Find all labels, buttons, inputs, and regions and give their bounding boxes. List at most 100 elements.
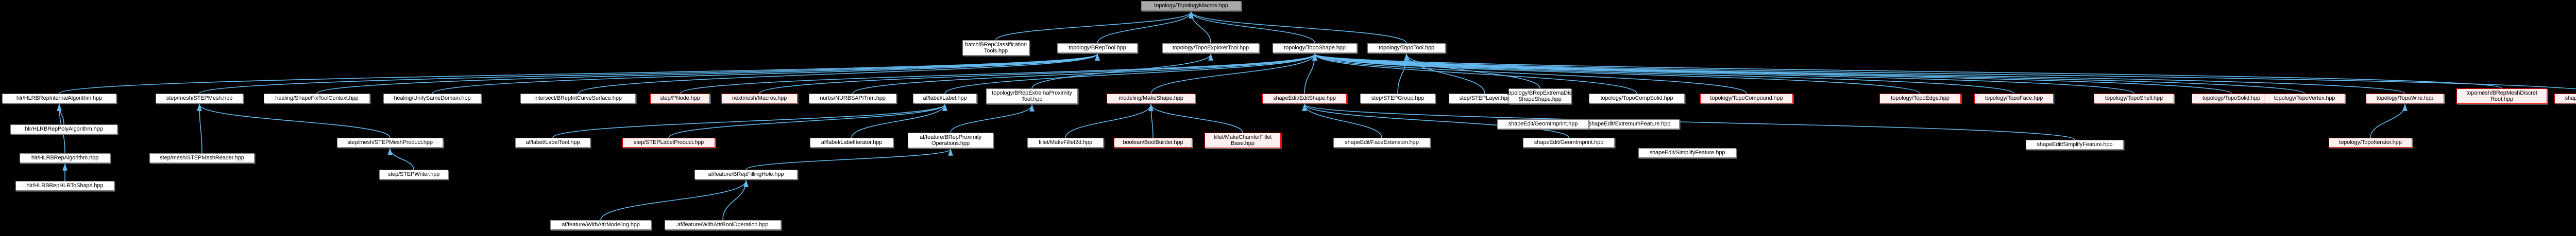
graph-edge [578, 53, 1100, 94]
graph-node[interactable]: step/STEPLayer.hpp [1449, 94, 1521, 103]
graph-edge [1189, 11, 1211, 44]
graph-edge [432, 53, 1100, 94]
graph-node[interactable]: topology/TopologyMacros.hpp [1141, 1, 1241, 11]
graph-node[interactable]: af/label/Label.hpp [913, 94, 977, 103]
graph-node[interactable]: hlr/HLRBRepAlgorithm.hpp [20, 153, 110, 163]
graph-edge [1148, 103, 1243, 133]
graph-edge [680, 53, 1317, 94]
graph-node[interactable]: hatch/BRepClassification Tools.hpp [962, 40, 1029, 56]
graph-edge [59, 53, 1100, 94]
graph-node[interactable]: topology/BRepTool.hpp [1057, 43, 1138, 53]
graph-edge [1150, 53, 1317, 94]
graph-edge [1189, 11, 1407, 44]
graph-node[interactable]: topology/TopoShell.hpp [2094, 94, 2174, 103]
graph-edge [995, 11, 1194, 41]
graph-edge [552, 103, 947, 138]
graph-edge [1312, 53, 2014, 94]
graph-node[interactable]: shapeEdit/ExtremumFeature.hpp [1580, 119, 1680, 129]
graph-node[interactable]: shapeEdit/GeomImprint.hpp [1523, 138, 1615, 148]
graph-node[interactable]: topomesh/BRepMeshDiscret Root.hpp [2456, 88, 2547, 104]
graph-node[interactable]: shapeEdit/GeomImprint.hpp [1497, 119, 1589, 129]
graph-edge [1302, 103, 2075, 140]
graph-node[interactable]: step/mesh/STEPMesh.hpp [156, 94, 243, 103]
graph-node[interactable]: shapeEdit/FaceExtension.hpp [1333, 138, 1430, 148]
graph-edge [1302, 103, 1382, 138]
graph-edge [1312, 53, 1747, 94]
graph-edge [1312, 53, 2134, 94]
graph-edge [851, 103, 947, 138]
graph-edge [1065, 103, 1154, 138]
graph-edge [668, 103, 947, 138]
graph-node[interactable]: topology/TopoTool.hpp [1367, 43, 1446, 53]
graph-node[interactable]: step/STEPGroup.hpp [1360, 94, 1435, 103]
graph-node[interactable]: fillet/MakeChamferFillet Base.hpp [1205, 133, 1281, 148]
graph-node[interactable]: af/feature/BRepProximity Operations.hpp [908, 133, 993, 148]
graph-edge [1097, 11, 1194, 44]
graph-node[interactable]: topology/TopoShape.hpp [1273, 43, 1357, 53]
graph-node[interactable]: topology/TopoCompound.hpp [1700, 94, 1793, 103]
graph-node[interactable]: af/label/LabelTool.hpp [515, 138, 590, 148]
graph-node[interactable]: hlr/HLRBRepHLRToShape.hpp [15, 181, 114, 191]
graph-node[interactable]: af/feature/WithAttrBoolOperation.hpp [665, 220, 781, 230]
graph-edge [1189, 11, 1315, 44]
graph-node[interactable]: topology/TopoCompSolid.hpp [1589, 94, 1685, 103]
graph-node[interactable]: topology/TopoSolid.hpp [2192, 94, 2271, 103]
graph-node[interactable]: boolean/BoolBuilder.hpp [1114, 138, 1192, 148]
graph-node[interactable]: shapeEdit/SimplifyFeature.hpp [2026, 140, 2124, 150]
graph-edge [199, 53, 1100, 94]
graph-edge [759, 53, 1317, 94]
graph-node[interactable]: af/label/LabelIterator.hpp [810, 138, 893, 148]
graph-edge [1404, 53, 1485, 94]
graph-node[interactable]: hlr/HLRBRepInternalAlgorithm.hpp [2, 94, 116, 103]
graph-edge [1302, 103, 1569, 138]
graph-edge [387, 148, 414, 170]
graph-node[interactable]: topology/TopoExplorerTool.hpp [1162, 43, 1259, 53]
graph-node[interactable]: healing/UnifySameDomain.hpp [383, 94, 481, 103]
graph-node[interactable]: step/mesh/STEPMeshProduct.hpp [337, 138, 443, 148]
graph-node[interactable]: topology/BRepExtremaDist ShapeShape.hpp [1506, 88, 1573, 104]
graph-node[interactable]: topology/TopoEdge.hpp [1879, 94, 1961, 103]
graph-edge [1312, 53, 1921, 94]
graph-edge [1313, 53, 2576, 89]
graph-edge [600, 179, 749, 221]
graph-node[interactable]: shapeEdit/EditShape.hpp [1262, 94, 1347, 103]
graph-node[interactable]: af/feature/BRepFillingHole.hpp [694, 170, 798, 179]
graph-node[interactable]: step/mesh/STEPMeshReader.hpp [149, 153, 255, 163]
graph-edge [722, 179, 749, 221]
graph-node[interactable]: modeling/MakeShape.hpp [1107, 94, 1195, 103]
graph-edge [852, 53, 1317, 94]
graph-edge [197, 103, 391, 138]
graph-edge [2370, 103, 2408, 138]
graph-node[interactable]: topology/TopoIterator.hpp [2329, 138, 2412, 148]
graph-node[interactable]: fillet/MakeFillet2d.hpp [1027, 138, 1104, 148]
graph-edge [1312, 53, 2305, 94]
graph-edge [57, 103, 64, 125]
graph-node[interactable]: shapeEdit/FeatureStructs.hpp [2554, 94, 2576, 103]
graph-node[interactable]: step/PNode.hpp [650, 94, 710, 103]
graph-node[interactable]: hlr/HLRBRepPolyAlgorithm.hpp [10, 124, 117, 134]
graph-edge [1148, 103, 1154, 138]
graph-node[interactable]: topology/TopoVertex.hpp [2264, 94, 2345, 103]
graph-edge [950, 104, 1035, 133]
graph-node[interactable]: topology/TopoWire.hpp [2366, 94, 2444, 103]
graph-edge [1397, 53, 1409, 94]
graph-edge [1312, 53, 1637, 94]
graph-node[interactable]: nurbs/NURBSAPITrim.hpp [809, 94, 896, 103]
graph-node[interactable]: af/feature/WithAttrModeling.hpp [550, 220, 651, 230]
graph-edge [1313, 53, 2502, 89]
graph-node[interactable]: shapeEdit/SimplifyFeature.hpp [1638, 148, 1736, 158]
graph-edge [1312, 53, 2405, 94]
graph-node[interactable]: step/STEPWriter.hpp [379, 170, 448, 179]
graph-node[interactable]: step/STEPLabelProduct.hpp [622, 138, 715, 148]
graph-edge [316, 53, 1100, 94]
graph-node[interactable]: topology/TopoFace.hpp [1974, 94, 2054, 103]
graph-node[interactable]: healing/ShapeFixToolContext.hpp [264, 94, 370, 103]
graph-edge [944, 53, 1317, 94]
graph-edge [1031, 53, 1213, 89]
graph-node[interactable]: topology/BRepExtremaProximity Tool.hpp [986, 88, 1078, 104]
graph-edge [745, 148, 953, 170]
graph-node[interactable]: nextmesh/Macros.hpp [721, 94, 798, 103]
graph-node[interactable]: intersect/BRepIntCurveSurface.hpp [520, 94, 636, 103]
